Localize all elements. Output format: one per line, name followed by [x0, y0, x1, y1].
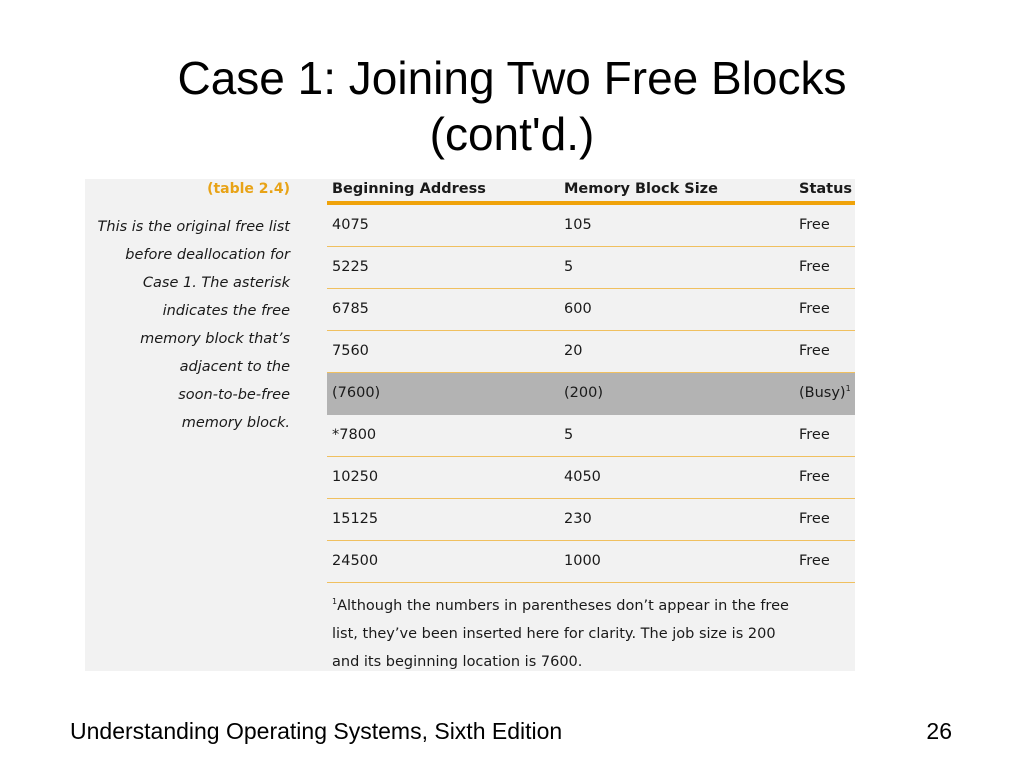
table-row: 24500 1000 Free: [327, 541, 855, 583]
cell-status: (Busy)1: [799, 373, 851, 414]
caption-line: adjacent to the: [179, 359, 290, 375]
footnote-line: 1Although the numbers in parentheses don…: [332, 592, 847, 620]
cell-status: Free: [799, 427, 830, 443]
cell-address: 5225: [332, 259, 369, 275]
cell-status: Free: [799, 343, 830, 359]
cell-status: Free: [799, 469, 830, 485]
table-row: 10250 4050 Free: [327, 457, 855, 499]
cell-size: 4050: [564, 469, 601, 485]
busy-status-text: (Busy): [799, 385, 846, 401]
cell-size: 105: [564, 217, 592, 233]
table-row: *7800 5 Free: [327, 415, 855, 457]
cell-status: Free: [799, 301, 830, 317]
footer-book-title: Understanding Operating Systems, Sixth E…: [70, 718, 563, 744]
caption-line: memory block that’s: [140, 331, 290, 347]
footnote-marker: 1: [332, 597, 338, 607]
caption-line: indicates the free: [162, 303, 290, 319]
cell-address: 24500: [332, 553, 379, 569]
caption-line: before deallocation for: [125, 247, 290, 263]
cell-status: Free: [799, 259, 830, 275]
footnote-line: list, they’ve been inserted here for cla…: [332, 626, 776, 642]
column-header-size: Memory Block Size: [564, 181, 718, 197]
table-label: (table 2.4): [207, 181, 290, 197]
slide-title-line-2: (cont'd.): [429, 108, 595, 160]
table-row: 7560 20 Free: [327, 331, 855, 373]
cell-status: Free: [799, 511, 830, 527]
cell-size: 5: [564, 259, 574, 275]
cell-size: (200): [564, 385, 603, 401]
cell-size: 600: [564, 301, 592, 317]
cell-size: 1000: [564, 553, 601, 569]
footer-page-number: 26: [926, 718, 952, 744]
cell-status: Free: [799, 217, 830, 233]
caption-line: memory block.: [181, 415, 290, 431]
slide-title-line-1: Case 1: Joining Two Free Blocks: [177, 52, 847, 104]
cell-status: Free: [799, 553, 830, 569]
cell-address: 10250: [332, 469, 379, 485]
table-row: 6785 600 Free: [327, 289, 855, 331]
cell-size: 230: [564, 511, 592, 527]
footnote-marker: 1: [845, 384, 851, 394]
cell-address: 7560: [332, 343, 369, 359]
table-header-row: Beginning Address Memory Block Size Stat…: [327, 179, 855, 205]
table-row-busy: (7600) (200) (Busy)1: [327, 373, 855, 415]
footnote-line: and its beginning location is 7600.: [332, 654, 583, 670]
column-header-address: Beginning Address: [332, 181, 486, 197]
cell-address: 15125: [332, 511, 379, 527]
table-row: 5225 5 Free: [327, 247, 855, 289]
caption-text: This is the original free list before de…: [80, 213, 290, 437]
table-figure: (table 2.4) This is the original free li…: [85, 179, 855, 671]
cell-size: 20: [564, 343, 583, 359]
footnote-text: Although the numbers in parentheses don’…: [337, 598, 789, 614]
free-list-table: Beginning Address Memory Block Size Stat…: [327, 179, 855, 670]
column-header-status: Status: [799, 181, 853, 197]
caption-line: soon-to-be-free: [178, 387, 290, 403]
cell-address: 4075: [332, 217, 369, 233]
table-footnote: 1Although the numbers in parentheses don…: [332, 592, 847, 676]
caption-line: Case 1. The asterisk: [142, 275, 290, 291]
caption-line: This is the original free list: [97, 219, 290, 235]
table-row: 4075 105 Free: [327, 205, 855, 247]
cell-address: (7600): [332, 385, 381, 401]
slide-title: Case 1: Joining Two Free Blocks (cont'd.…: [0, 50, 1024, 162]
cell-address: *7800: [332, 427, 377, 443]
cell-address: 6785: [332, 301, 369, 317]
table-row: 15125 230 Free: [327, 499, 855, 541]
cell-size: 5: [564, 427, 574, 443]
